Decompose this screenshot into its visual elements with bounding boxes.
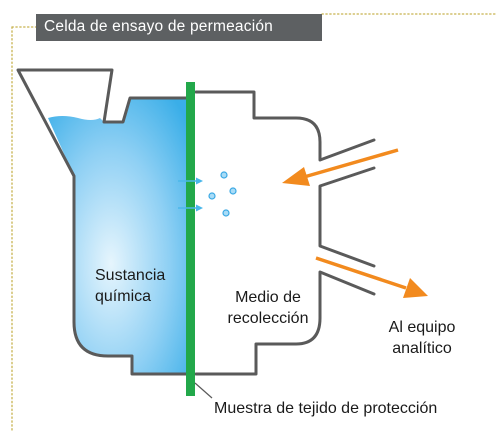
fabric-sample-label: Muestra de tejido de protección xyxy=(214,400,438,417)
dotted-frame xyxy=(11,13,497,431)
permeating-molecules xyxy=(208,171,237,217)
collection-chamber xyxy=(194,90,376,376)
chemical-liquid xyxy=(48,98,188,374)
permeation-arrows xyxy=(178,177,203,212)
equipment-label-line-1: Al equipo xyxy=(388,319,456,336)
collection-medium-label: Medio de recolección xyxy=(222,287,314,329)
equipment-label-line-2: analítico xyxy=(392,340,452,357)
chemical-substance-label: Sustancia química xyxy=(95,265,165,307)
substance-label-line-1: Sustancia xyxy=(95,267,166,284)
fabric-sample-membrane xyxy=(186,82,195,396)
diagram-title: Celda de ensayo de permeación xyxy=(44,18,273,35)
outflow-arrow xyxy=(315,256,428,298)
analytical-equipment-label: Al equipo analítico xyxy=(380,317,464,359)
sample-leader-line xyxy=(194,382,213,399)
medium-label-line-1: Medio de xyxy=(235,289,301,306)
chemical-chamber xyxy=(16,68,190,376)
title-banner: Celda de ensayo de permeación xyxy=(36,14,322,41)
substance-label-line-2: química xyxy=(95,288,152,305)
medium-label-line-2: recolección xyxy=(227,310,309,327)
inflow-arrow xyxy=(282,148,399,186)
